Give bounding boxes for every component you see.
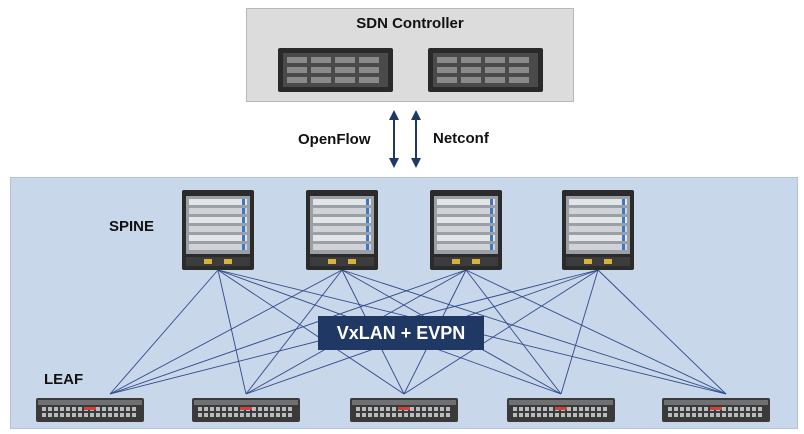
leaf-switch-icon <box>36 398 144 422</box>
fabric-link <box>465 269 562 395</box>
controller-title: SDN Controller <box>356 15 464 32</box>
fabric-link <box>403 269 599 395</box>
netconf-label: Netconf <box>433 130 489 147</box>
spine-switch-icon <box>182 190 254 270</box>
fabric-panel <box>10 177 798 429</box>
fabric-link <box>597 269 727 395</box>
spine-switch-icon <box>430 190 502 270</box>
spine-label: SPINE <box>109 218 155 235</box>
fabric-link <box>465 269 727 395</box>
spine-switch-icon <box>562 190 634 270</box>
overlay-label: VxLAN + EVPN <box>318 316 484 350</box>
leaf-switch-icon <box>192 398 300 422</box>
spine-switch-icon <box>306 190 378 270</box>
fabric-link <box>245 269 343 395</box>
controller-server-icon <box>428 48 543 92</box>
controller-server-icon <box>278 48 393 92</box>
fabric-link <box>560 269 599 395</box>
fabric-link <box>217 269 405 395</box>
fabric-link <box>109 269 343 395</box>
fabric-link <box>109 269 467 395</box>
leaf-switch-icon <box>507 398 615 422</box>
openflow-label: OpenFlow <box>298 131 371 148</box>
leaf-label: LEAF <box>44 371 84 388</box>
fabric-link <box>109 269 219 395</box>
leaf-switch-icon <box>662 398 770 422</box>
leaf-switch-icon <box>350 398 458 422</box>
fabric-link <box>217 269 247 395</box>
